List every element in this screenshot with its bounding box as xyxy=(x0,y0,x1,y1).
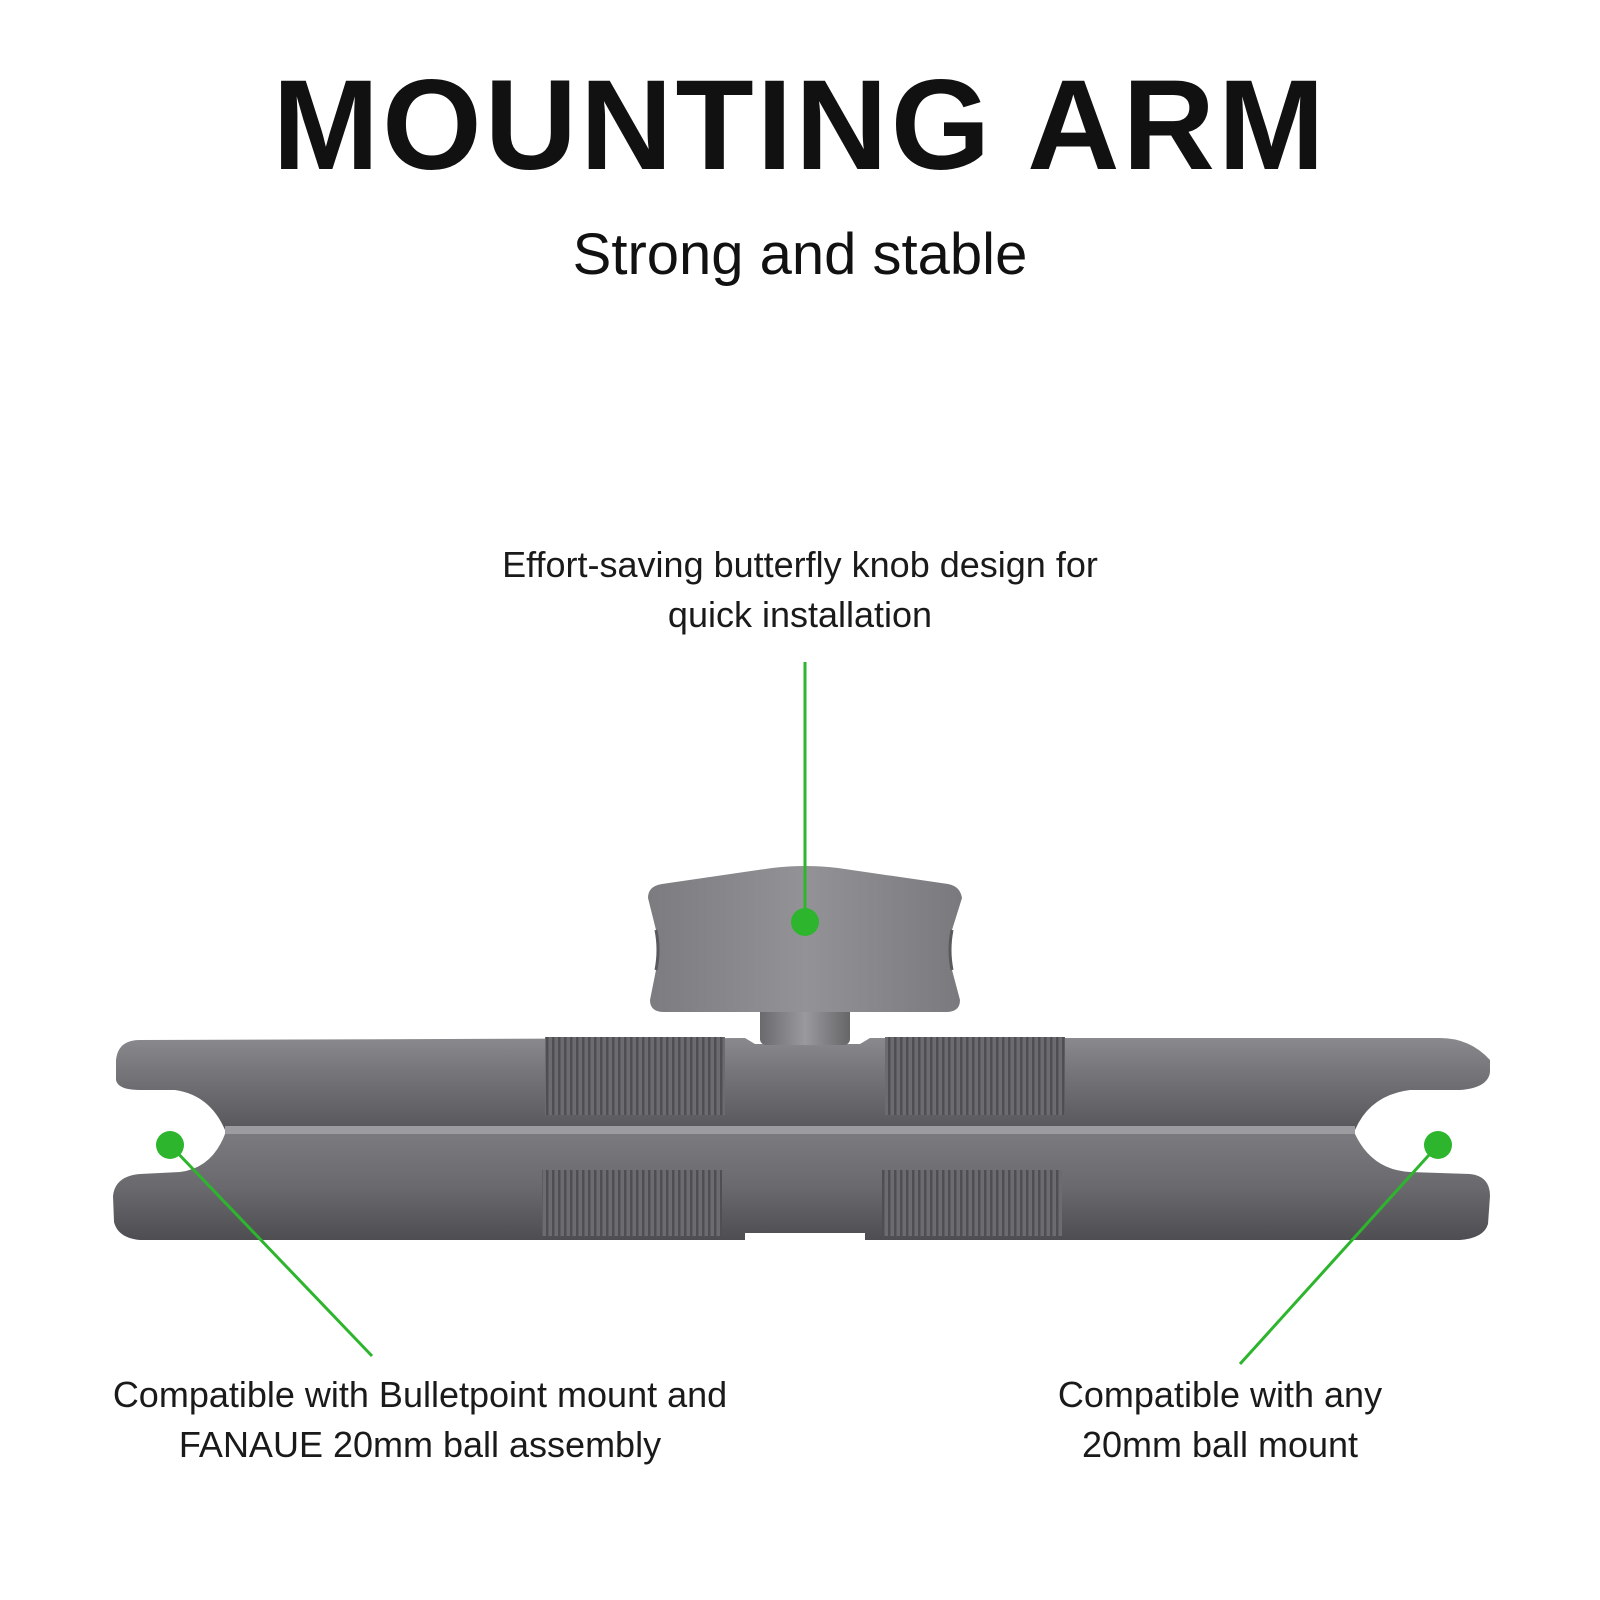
callout-dot-left xyxy=(156,1131,184,1159)
callout-right-line1: Compatible with any xyxy=(1057,1374,1383,1415)
page-subtitle: Strong and stable xyxy=(572,222,1028,287)
butterfly-knob xyxy=(648,866,962,1012)
callout-leader-right xyxy=(1238,1143,1440,1366)
arm-lower-knurl-left xyxy=(542,1170,722,1236)
callout-knob-line2: quick installation xyxy=(667,594,933,635)
arm-center-seam xyxy=(225,1126,1355,1134)
callout-dot-right xyxy=(1424,1131,1452,1159)
callout-knob: Effort-saving butterfly knob design for … xyxy=(400,540,1200,640)
arm-upper-half xyxy=(116,1038,1490,1130)
callout-right-line2: 20mm ball mount xyxy=(1081,1424,1359,1465)
arm-lower-half xyxy=(113,1134,1490,1240)
callout-leader-left xyxy=(168,1143,374,1358)
callout-knob-line1: Effort-saving butterfly knob design for xyxy=(502,544,1098,585)
callout-right-socket: Compatible with any 20mm ball mount xyxy=(980,1370,1460,1470)
callout-left-socket: Compatible with Bulletpoint mount and FA… xyxy=(40,1370,800,1470)
page-title: MOUNTING ARM xyxy=(272,54,1328,197)
callout-dot-knob xyxy=(791,908,819,936)
arm-upper-knurl-left xyxy=(545,1037,725,1115)
callout-left-line2: FANAUE 20mm ball assembly xyxy=(178,1424,662,1465)
callout-left-line1: Compatible with Bulletpoint mount and xyxy=(112,1374,728,1415)
arm-upper-knurl-right xyxy=(885,1037,1065,1115)
arm-lower-knurl-right xyxy=(882,1170,1062,1236)
